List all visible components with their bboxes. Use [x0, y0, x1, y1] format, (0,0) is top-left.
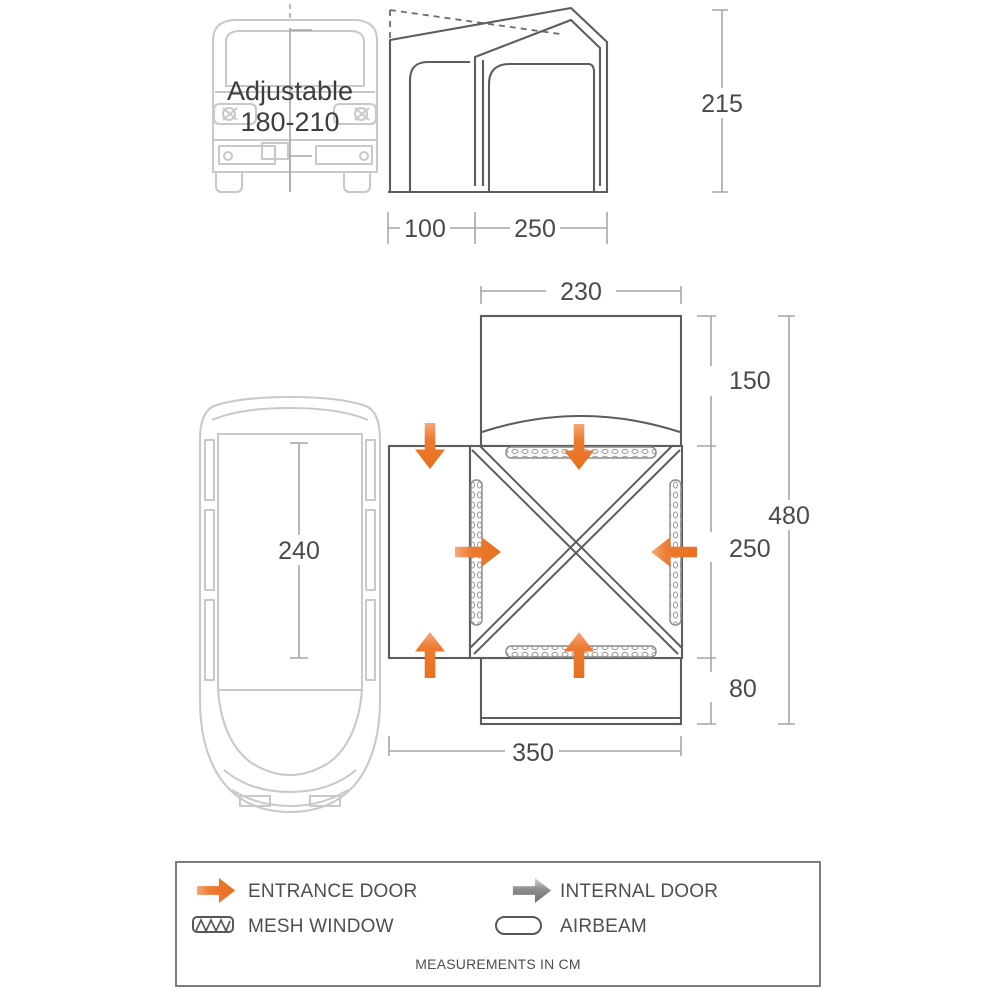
legend-label-airbeam: AIRBEAM — [560, 916, 647, 937]
bottom-width-label-350: 350 — [512, 739, 554, 767]
legend-row-entrance-door: ENTRANCE DOOR — [196, 878, 417, 903]
depth-label-150: 150 — [729, 367, 771, 395]
legend-label-internal-door: INTERNAL DOOR — [560, 881, 718, 902]
plan-view: 240 — [198, 278, 810, 814]
depth-label-80: 80 — [729, 675, 757, 703]
width-label-250: 250 — [514, 215, 556, 243]
vehicle-width-label-240: 240 — [278, 537, 320, 565]
legend-footer-measurements: MEASUREMENTS IN CM — [415, 956, 580, 972]
top-width-dimension-230 — [480, 286, 682, 304]
awning-elevation-outline — [388, 6, 609, 194]
total-depth-dimension-480 — [778, 315, 795, 725]
roof-projection-dashed — [389, 9, 561, 40]
vehicle-width-dimension-240 — [290, 442, 308, 659]
airbeam-cross-plan — [469, 445, 683, 655]
legend-row-mesh-window: MESH WINDOW — [192, 916, 394, 937]
top-width-label-230: 230 — [560, 278, 602, 306]
van-rear-outline — [211, 18, 379, 194]
legend-row-airbeam: AIRBEAM — [495, 916, 647, 937]
adjustable-height-dimension — [289, 4, 312, 192]
legend-row-internal-door: INTERNAL DOOR — [512, 878, 718, 903]
airbeam-icon — [495, 916, 542, 935]
legend-panel: ENTRANCE DOOR INTERNAL DOOR MESH WINDOW … — [175, 861, 821, 987]
adjustable-label-line1: Adjustable — [227, 76, 353, 106]
legend-label-entrance-door: ENTRANCE DOOR — [248, 881, 417, 902]
adjustable-label-line2: 180-210 — [240, 107, 339, 137]
depth-label-250: 250 — [729, 535, 771, 563]
height-dimension-215 — [712, 9, 728, 193]
mesh-window-icon — [192, 916, 234, 934]
bottom-width-dimension-350 — [388, 736, 682, 756]
legend-label-mesh-window: MESH WINDOW — [248, 916, 394, 937]
width-dimension-chain — [387, 212, 608, 244]
depth-dimension-chain — [697, 315, 716, 725]
elevation-view: Adjustable 180-210 — [211, 4, 743, 244]
height-label-215: 215 — [701, 90, 743, 118]
vehicle-plan-outline — [198, 395, 382, 814]
total-depth-label-480: 480 — [768, 502, 810, 530]
width-label-100: 100 — [404, 215, 446, 243]
